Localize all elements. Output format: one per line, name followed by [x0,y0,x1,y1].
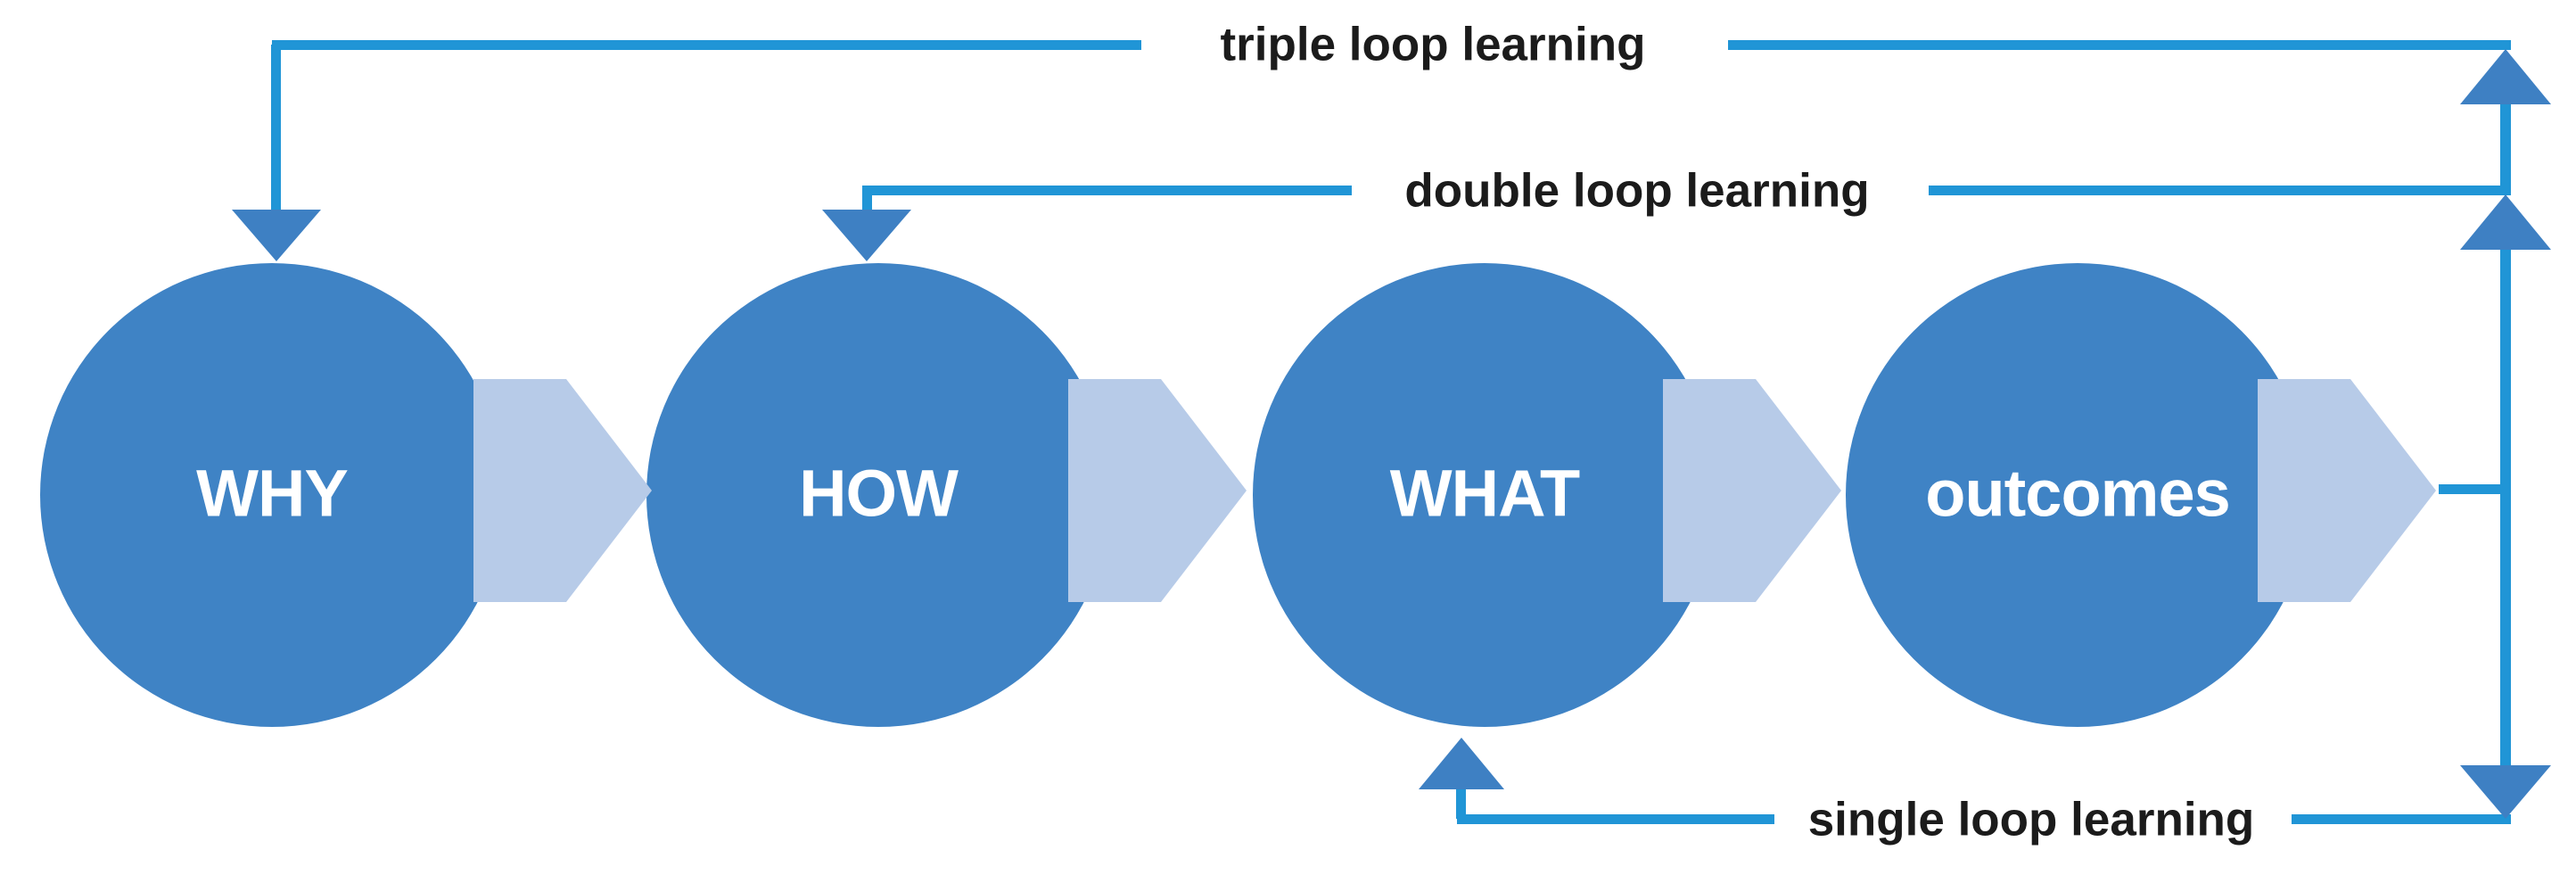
double-loop-label: double loop learning [1404,164,1870,218]
arrowhead-down-into-how-icon [822,210,911,261]
outcomes-connector-line [2439,484,2511,494]
double-loop-line-left [862,186,1352,195]
arrowhead-down-into-why-icon [232,210,321,261]
double-loop-drop-line [862,190,872,214]
circle-what: WHAT [1253,263,1716,727]
circle-label: outcomes [1925,456,2231,531]
circle-outcomes: outcomes [1846,263,2309,727]
arrowhead-up-to-double-loop-icon [2460,194,2551,250]
triple-loop-line-right [1728,40,2511,50]
single-loop-rise-line [1456,783,1466,819]
arrowhead-up-to-triple-loop-icon [2460,49,2551,104]
arrowhead-up-into-what-icon [1419,738,1504,789]
circle-label: WHAT [1389,456,1580,531]
single-loop-line-left [1457,814,1774,824]
flow-arrow-why-to-how-icon [473,379,652,602]
single-loop-label: single loop learning [1807,793,2255,846]
flow-arrow-what-to-outcomes-icon [1663,379,1841,602]
triple-loop-label: triple loop learning [1220,18,1646,71]
triple-loop-drop-line [271,45,281,214]
circle-label: WHY [196,456,349,531]
circle-how: HOW [646,263,1110,727]
flow-arrow-outcomes-out-icon [2258,379,2436,602]
circle-why: WHY [40,263,504,727]
triple-loop-line-left [272,40,1141,50]
circle-label: HOW [799,456,959,531]
arrowhead-down-to-single-loop-icon [2460,765,2551,819]
feedback-line-lower [2500,248,2511,769]
flow-arrow-how-to-what-icon [1068,379,1247,602]
single-loop-line-right [2292,814,2511,824]
double-loop-line-right [1929,186,2511,195]
feedback-line-upper [2500,103,2511,188]
